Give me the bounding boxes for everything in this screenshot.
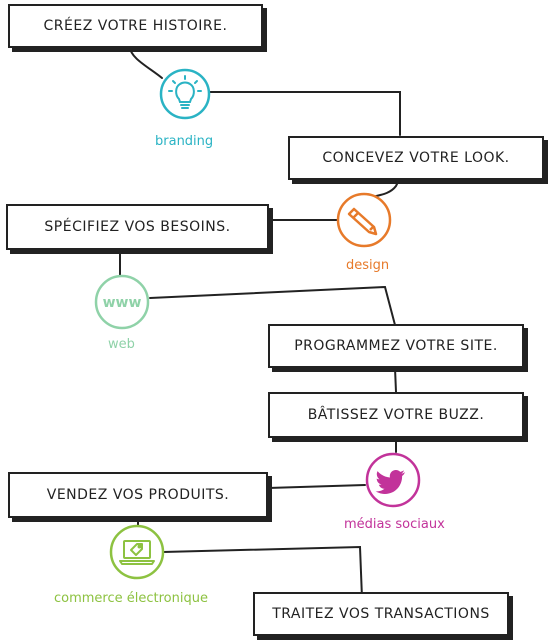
- step-design-look: Concevez votre look.: [288, 136, 544, 180]
- node-label-design: design: [346, 258, 390, 273]
- node-label-social: médias sociaux: [344, 517, 445, 532]
- lightbulb-icon: [159, 68, 211, 120]
- connector-s1-branding: [129, 46, 163, 79]
- connector-web-s4: [149, 285, 396, 326]
- laptop-tag-icon: [109, 524, 165, 580]
- connector-branding-s2: [209, 91, 401, 136]
- pencil-icon: [336, 192, 392, 248]
- connector-ecommerce-s7: [162, 545, 363, 599]
- step-build-buzz: Bâtissez votre buzz.: [268, 392, 524, 438]
- step-program-site: Programmez votre site.: [268, 324, 524, 368]
- www-icon: www: [94, 274, 150, 330]
- www-icon-text: www: [103, 295, 142, 311]
- step-sell-products: Vendez vos produits.: [8, 472, 268, 518]
- node-label-branding: branding: [155, 134, 214, 149]
- step-specify-needs: Spécifiez vos besoins.: [6, 204, 269, 250]
- twitter-bird-icon: [365, 452, 421, 508]
- connector-s4-s5: [394, 367, 397, 393]
- node-label-ecommerce: commerce électronique: [54, 591, 208, 606]
- step-process-transactions: Traitez vos transactions: [253, 592, 509, 636]
- connector-social-s6: [267, 484, 366, 489]
- step-create-story: Créez votre histoire.: [8, 4, 263, 48]
- node-label-web: web: [108, 337, 135, 352]
